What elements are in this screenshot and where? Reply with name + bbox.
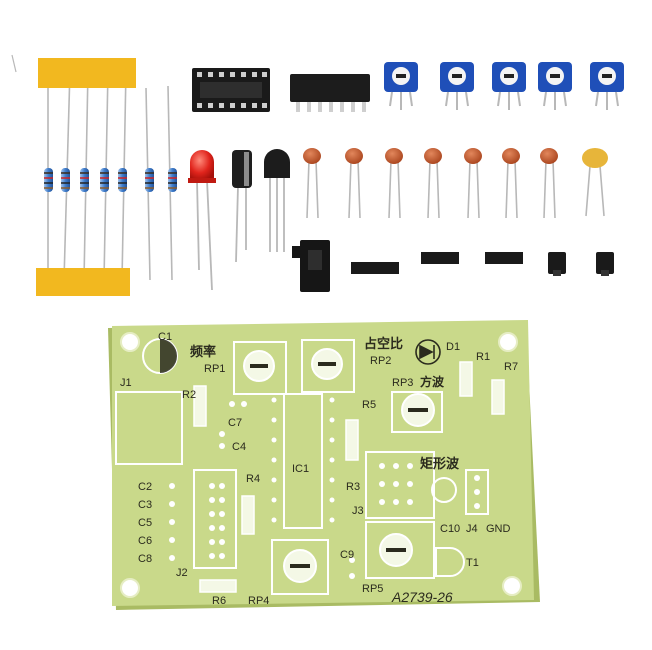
label-c1: C1 [158, 331, 172, 343]
label-rp2: RP2 [370, 355, 391, 367]
resistor-strip [11, 54, 177, 296]
dc-jack [292, 240, 330, 292]
ceramic-capacitor [464, 148, 482, 219]
trimpot [440, 62, 474, 110]
label-r6: R6 [212, 595, 226, 607]
ceramic-capacitor [385, 148, 403, 219]
label-rect: 矩形波 [419, 456, 460, 471]
tape-bottom [36, 268, 130, 296]
label-tri: 方波 [420, 374, 445, 389]
label-gnd: GND [486, 523, 511, 535]
label-c6: C6 [138, 535, 152, 547]
label-c8: C8 [138, 553, 152, 565]
trimpot [492, 62, 526, 110]
label-c5: C5 [138, 517, 152, 529]
mounting-holes [120, 332, 522, 598]
trimpot [384, 62, 418, 110]
color-bands [44, 172, 177, 189]
label-j1: J1 [120, 377, 132, 389]
ceramic-capacitor [303, 148, 321, 219]
ic-socket [192, 68, 270, 112]
pcb-electrolytic-footprint [160, 339, 177, 373]
label-c2: C2 [138, 481, 152, 493]
label-c7: C7 [228, 417, 242, 429]
pcb-pads [169, 397, 480, 579]
label-duty: 占空比 [364, 336, 403, 351]
label-j2: J2 [176, 567, 188, 579]
label-c4: C4 [232, 441, 246, 453]
ic-chip [290, 74, 370, 112]
ceramic-capacitor [502, 148, 520, 219]
label-c9: C9 [340, 549, 354, 561]
label-r4: R4 [246, 473, 260, 485]
board-code: A2739-26 [391, 589, 453, 605]
pcb-resistor-footprints [193, 361, 505, 593]
label-r5: R5 [362, 399, 376, 411]
pin-header-1x3-b [485, 238, 523, 294]
label-freq: 频率 [190, 344, 216, 359]
led [188, 150, 216, 291]
jumper-cap [596, 252, 614, 276]
jumper-cap [548, 252, 566, 276]
label-rp3: RP3 [392, 377, 413, 389]
label-ic1: IC1 [292, 463, 309, 475]
pin-header-1x3 [421, 240, 459, 296]
ceramic-capacitor [424, 148, 442, 219]
pin-header-1x4 [351, 244, 399, 290]
pcb-board [108, 320, 540, 610]
label-r2: R2 [182, 389, 196, 401]
trimpots [384, 62, 624, 110]
label-rp4: RP4 [248, 595, 269, 607]
label-r7: R7 [504, 361, 518, 373]
label-rp5: RP5 [362, 583, 383, 595]
label-c10: C10 [440, 523, 460, 535]
electrolytic-capacitor [232, 150, 252, 263]
pcb-trimpot-footprints [243, 348, 435, 583]
diode-symbol [415, 339, 441, 365]
resistor-bodies [44, 168, 177, 192]
trimpot [590, 62, 624, 110]
trimpot [538, 62, 572, 110]
label-c3: C3 [138, 499, 152, 511]
label-d1: D1 [446, 341, 460, 353]
silkscreen-text: C1 频率 RP1 占空比 RP2 D1 R1 J1 R2 RP3 方波 R7 … [120, 331, 518, 607]
label-r3: R3 [346, 481, 360, 493]
ceramic-capacitors [303, 148, 608, 219]
ceramic-capacitor [540, 148, 558, 219]
label-rp1: RP1 [204, 363, 225, 375]
ceramic-capacitor-yellow [582, 148, 608, 217]
silkscreen-outlines [115, 338, 489, 595]
transistor [264, 149, 290, 252]
ceramic-capacitor [345, 148, 363, 219]
label-j3: J3 [352, 505, 364, 517]
label-t1: T1 [466, 557, 479, 569]
label-j4: J4 [466, 523, 478, 535]
tape-top [38, 58, 136, 88]
label-r1: R1 [476, 351, 490, 363]
